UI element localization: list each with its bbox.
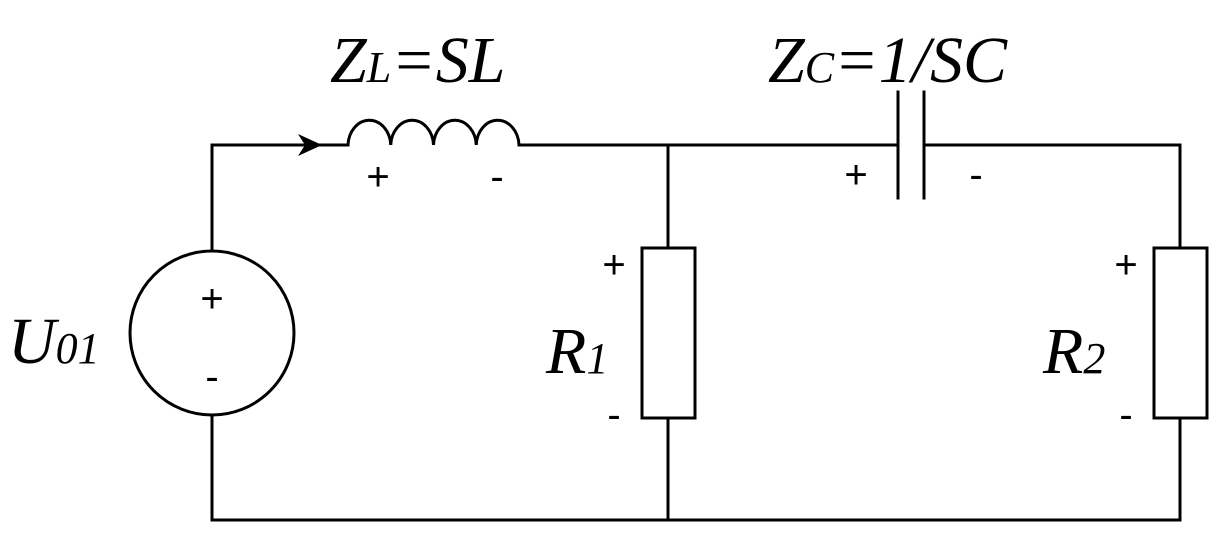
r1-plus-sign: +	[602, 243, 625, 287]
capacitor-label: ZC=1/SC	[768, 24, 1008, 97]
source-plus-sign: +	[200, 277, 223, 321]
inductor-label: ZL=SL	[330, 24, 505, 97]
wire-source-top	[210, 143, 350, 252]
voltage-source-circle	[128, 249, 296, 417]
wire-capacitor-to-right	[922, 143, 1182, 250]
inductor-coil	[346, 118, 521, 147]
wires	[210, 143, 1182, 522]
inductor-plus-sign: +	[366, 155, 389, 199]
wire-bottom	[210, 413, 1182, 522]
r2-label: R2	[1042, 315, 1105, 388]
inductor	[346, 118, 521, 147]
voltage-source	[128, 249, 296, 417]
capacitor-plus-sign: +	[844, 153, 867, 197]
r2-minus-sign: -	[1119, 393, 1132, 437]
source-minus-sign: -	[205, 355, 218, 399]
resistor-r1	[640, 246, 697, 420]
r1-minus-sign: -	[607, 393, 620, 437]
capacitor-minus-sign: -	[969, 153, 982, 197]
resistor-r2	[1152, 246, 1209, 420]
source-label: U01	[8, 305, 100, 378]
r2-plus-sign: +	[1114, 243, 1137, 287]
current-arrow-icon	[298, 134, 322, 156]
capacitor	[896, 90, 926, 200]
r1-label: R1	[545, 315, 608, 388]
inductor-minus-sign: -	[490, 155, 503, 199]
